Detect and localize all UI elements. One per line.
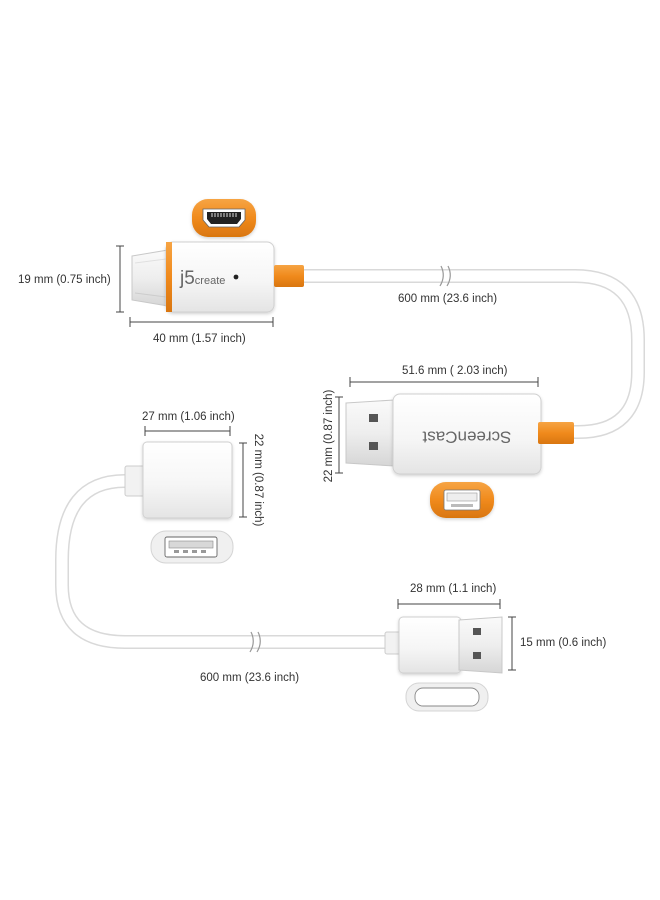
hdmi-width-dimension xyxy=(129,317,274,327)
cable-break-mark xyxy=(439,265,451,287)
bottom-cable xyxy=(55,474,397,653)
top-cable xyxy=(298,265,645,439)
screencast-brand-label: ScreenCast xyxy=(422,428,511,447)
cable-break-mark xyxy=(249,631,261,653)
usb-a-female-port-icon xyxy=(150,530,234,564)
usb-male-height-label: 15 mm (0.6 inch) xyxy=(520,637,606,649)
hdmi-adapter: j5create 19 mm (0.75 inch) 40 mm (1.57 i… xyxy=(18,241,304,345)
usb-a-plug-face-icon xyxy=(405,682,489,712)
status-led-icon xyxy=(233,274,239,280)
top-cable-length-label: 600 mm (23.6 inch) xyxy=(398,293,497,305)
hdmi-plug xyxy=(131,249,169,307)
usb-female-adapter: 27 mm (1.06 inch) 22 mm (0.87 inch) xyxy=(124,411,264,527)
usb-a-plug xyxy=(345,399,395,467)
brand-logo-suffix: create xyxy=(195,275,226,287)
svg-text:j5create: j5create xyxy=(179,268,225,289)
bottom-cable-length-label: 600 mm (23.6 inch) xyxy=(200,672,299,684)
usb-male-width-dimension xyxy=(397,599,501,609)
brand-logo-prefix: j5 xyxy=(179,268,195,289)
screencast-dongle: ScreenCast 51.6 mm ( 2.03 inch) 22 mm (0… xyxy=(323,365,574,482)
screencast-height-label: 22 mm (0.87 inch) xyxy=(323,389,335,482)
screencast-height-dimension xyxy=(335,396,343,474)
usb-male-plug: 28 mm (1.1 inch) 15 mm (0.6 inch) xyxy=(384,583,606,674)
usb-female-width-label: 27 mm (1.06 inch) xyxy=(142,411,235,423)
hdmi-height-label: 19 mm (0.75 inch) xyxy=(18,274,111,286)
hdmi-width-label: 40 mm (1.57 inch) xyxy=(153,333,246,345)
screencast-width-dimension xyxy=(349,377,539,387)
usb-female-width-dimension xyxy=(144,426,231,436)
usb-male-height-dimension xyxy=(508,616,516,671)
usb-a-port-icon xyxy=(430,482,494,518)
usb-plug-metal xyxy=(458,616,503,674)
hdmi-height-dimension xyxy=(116,245,124,313)
usb-male-width-label: 28 mm (1.1 inch) xyxy=(410,583,496,595)
usb-female-height-dimension xyxy=(239,442,247,518)
usb-female-height-label: 22 mm (0.87 inch) xyxy=(252,434,264,527)
hdmi-port-icon xyxy=(192,199,256,237)
screencast-width-label: 51.6 mm ( 2.03 inch) xyxy=(402,365,508,377)
